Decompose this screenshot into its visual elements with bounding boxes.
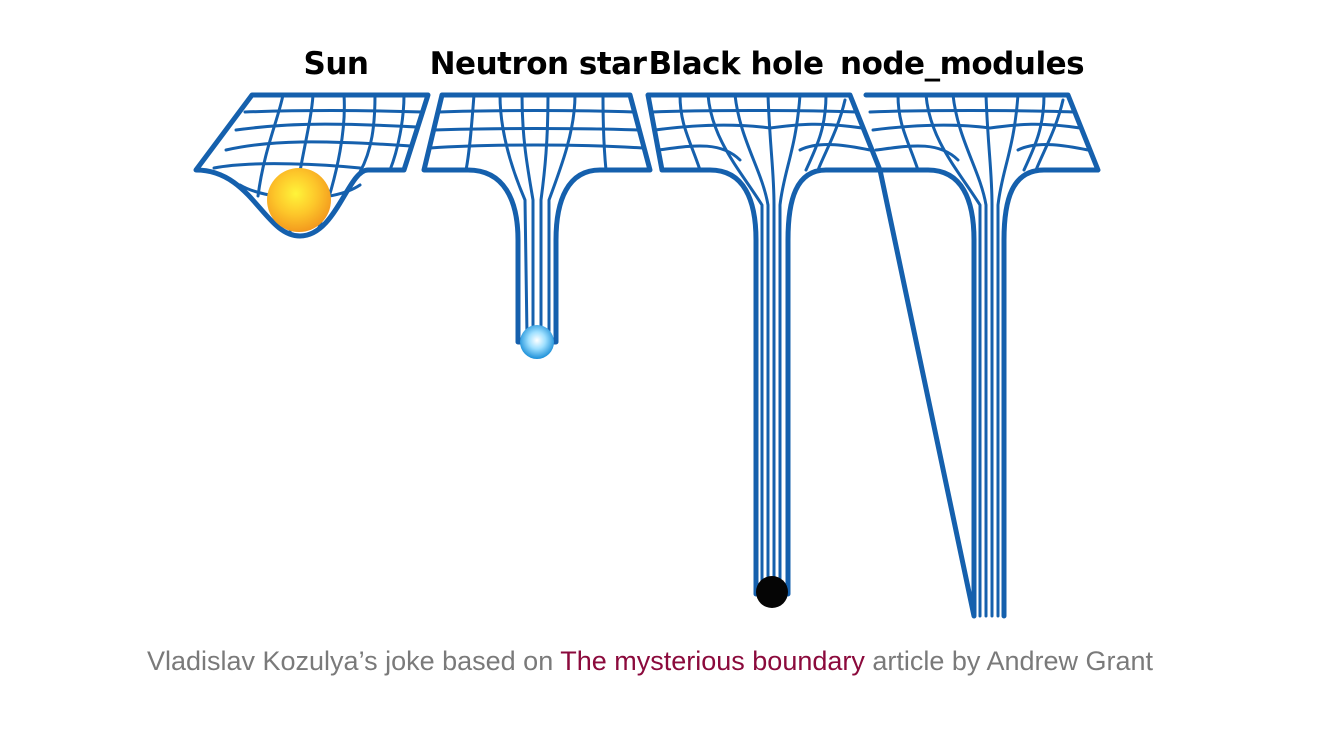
caption-suffix: article by Andrew Grant — [864, 646, 1154, 676]
black-hole-ball — [756, 576, 788, 608]
node-modules-well-outline — [863, 92, 1101, 619]
black-hole-label: Black hole — [648, 46, 824, 82]
article-link[interactable]: The mysterious boundary — [560, 646, 865, 676]
black-hole-well — [645, 92, 883, 597]
node-modules-label: node_modules — [840, 46, 1085, 82]
neutron-star-well-outline — [421, 92, 653, 345]
black-hole-well-outline — [645, 92, 883, 597]
caption: Vladislav Kozulya’s joke based on The my… — [0, 646, 1300, 677]
node-modules-well — [863, 92, 1101, 619]
neutron-star-well — [421, 92, 653, 345]
neutron-star-ball — [520, 325, 554, 359]
sun-label: Sun — [303, 46, 369, 82]
sun-ball — [267, 168, 331, 232]
neutron-star-label: Neutron star — [429, 46, 647, 82]
caption-prefix: Vladislav Kozulya’s joke based on — [146, 646, 561, 676]
